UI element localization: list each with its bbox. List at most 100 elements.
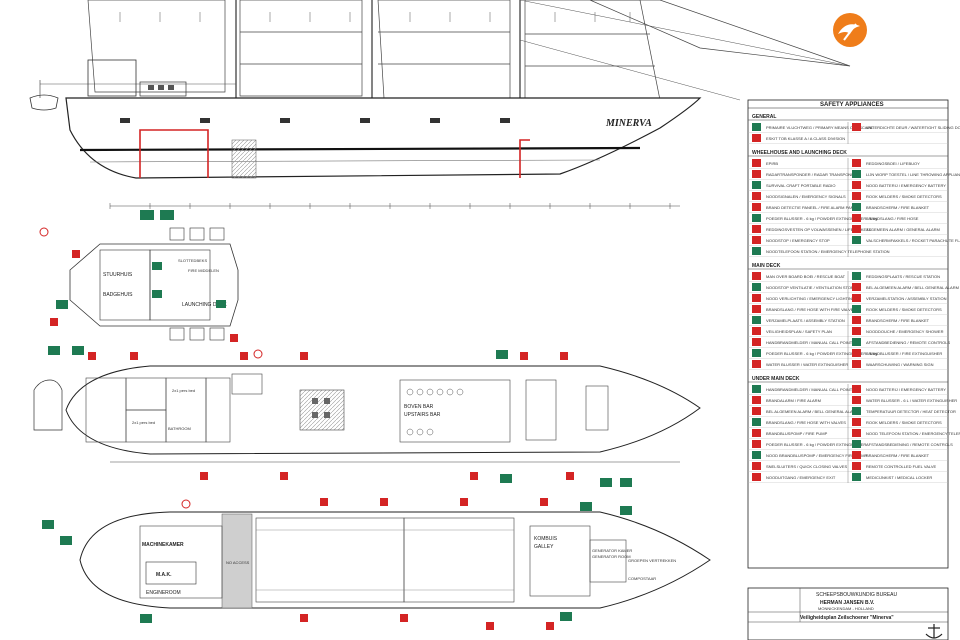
bathroom-label: BATHROOM [168, 426, 191, 431]
legend-symbol-icon [852, 159, 861, 167]
legend-symbol-icon [752, 134, 761, 142]
legend-entry: SURVIVAL CRAFT PORTABLE RADIO [766, 183, 836, 188]
legend-symbol-icon [752, 305, 761, 313]
legend-symbol-icon [752, 203, 761, 211]
legend-symbol-icon [852, 396, 861, 404]
cabin-bed-label-2: 2x1 pers bed [132, 420, 155, 425]
legend-symbol-icon [852, 214, 861, 222]
legend-entry: BRANDBLUSPOMP / FIRE PUMP [766, 431, 828, 436]
legend-symbol-icon [752, 225, 761, 233]
badgehuis-label: BADGEHUIS [103, 292, 133, 298]
legend-entry: EPIRB [766, 161, 778, 166]
compostaar-label: COMPOSTAAR [628, 576, 656, 581]
legend-symbol-icon [852, 305, 861, 313]
legend-symbol-icon [752, 385, 761, 393]
legend-entry: NOOD VERLICHTING / EMERGENCY LIGHTING [766, 296, 855, 301]
legend-symbol-icon [852, 316, 861, 324]
legend-symbol-icon [852, 203, 861, 211]
legend-symbol-icon [852, 473, 861, 481]
legend-symbol-icon [852, 349, 861, 357]
legend-entry: WATER BLUSSER - 6 L / WATER EXTINGUISHER [866, 398, 957, 403]
legend-entry: BRANDSCHERM / FIRE BLANKET [866, 318, 930, 323]
lower-deck-plan: MACHINEKAMER M.A.K. ENGINEROOM NO ACCESS… [42, 498, 711, 630]
legend-entry: VALSCHERMFAKKELS / ROCKET PARACHUTE FLAR… [866, 238, 960, 243]
legend-entry: BRANDSCHERM / FIRE BLANKET [866, 205, 930, 210]
legend-symbol-icon [852, 294, 861, 302]
legend-symbol-icon [852, 181, 861, 189]
legend-symbol-icon [852, 338, 861, 346]
legend-entry: POEDER BLUSSER - 6 kg / POWDER EXTINGUIS… [766, 442, 866, 447]
legend-entry: REDDINGSVESTEN OP VOLWASSENEN / LIFEJACK… [766, 227, 872, 232]
ship-name-label: MINERVA [605, 118, 652, 129]
stuurhuis-label: STUURHUIS [103, 272, 133, 278]
legend-symbol-icon [752, 294, 761, 302]
legend-entry: BRANDBLUSSER / FIRE EXTINGUISHER [866, 351, 942, 356]
legend-entry: WATER BLUSSER / WATER EXTINGUISHER [766, 362, 848, 367]
legend-symbol-icon [752, 316, 761, 324]
legend-symbol-icon [752, 349, 761, 357]
legend-entry: VERZAMELSTATION / ASSEMBLY STATION [866, 296, 947, 301]
legend-entry: NOOD BATTERIJ / EMERGENCY BATTERY [866, 183, 946, 188]
legend-symbol-icon [852, 418, 861, 426]
legend-symbol-icon [852, 236, 861, 244]
legend-entry: BRAND DETECTIE PANEEL / FIRE ALARM PANEL [766, 205, 859, 210]
legend-entry: NOOD TELEFOON STATION / EMERGENCY TELEPH… [866, 431, 960, 436]
legend-entry: REMOTE CONTROLLED FUEL VALVE [866, 464, 936, 469]
legend-symbol-icon [752, 360, 761, 368]
groepen-label: GROEPEN VERTREKKEN [628, 558, 676, 563]
legend-section-title: MAIN DECK [752, 263, 781, 269]
generator-room-label: GENERATOR ROOM [592, 554, 631, 559]
city-label: MONNICKENDAM - HOLLAND [818, 606, 874, 611]
legend-entry: BRANDSLANG / FIRE HOSE WITH VALVES [766, 420, 846, 425]
legend-entry: BEL ALGEMEEN ALARM / BELL GENERAL ALARM [766, 409, 859, 414]
legend-title: SAFETY APPLIANCES [820, 102, 884, 108]
mak-label: M.A.K. [156, 572, 172, 578]
legend-entry: MAN OVER BOARD BOEI / RESCUE BOAT [766, 274, 846, 279]
legend-symbol-icon [852, 429, 861, 437]
legend-symbol-icon [852, 327, 861, 335]
legend-section-title: UNDER MAIN DECK [752, 376, 800, 382]
legend-symbol-icon [852, 360, 861, 368]
legend-symbol-icon [752, 283, 761, 291]
legend-entry: ALGEMEEN ALARM / GENERAL ALARM [866, 227, 940, 232]
legend-symbol-icon [752, 462, 761, 470]
anchor-icon [925, 624, 943, 639]
legend-entry: BRANDSCHERM / FIRE BLANKET [866, 453, 930, 458]
legend-entry: POEDER BLUSSER - 6 kg / POWDER EXTINGUIS… [766, 216, 877, 221]
legend-entry: WAARSCHUWING / WARNING SIGN [866, 362, 934, 367]
legend-entry: REDDINGSPLAATS / RESCUE STATION [866, 274, 940, 279]
legend-symbol-icon [752, 123, 761, 131]
legend-entry: NOOD BRANDBLUSPOMP / EMERGENCY FIRE PUMP [766, 453, 868, 458]
legend-entry: NOODTELEFOON STATION / EMERGENCY TELEPHO… [766, 249, 890, 254]
fire-middelen-label: FIRE MIDDELEN [188, 268, 219, 273]
launching-deck-label: LAUNCHING DECK [182, 302, 227, 308]
legend-symbol-icon [752, 451, 761, 459]
legend-entry: NOODSIGNALEN / EMERGENCY SIGNALS [766, 194, 846, 199]
legend-symbol-icon [752, 214, 761, 222]
legend-entry: HANDBRANDMELDER / MANUAL CALL POINT [766, 340, 853, 345]
machinekamer-label: MACHINEKAMER [142, 542, 184, 548]
legend-symbol-icon [852, 385, 861, 393]
legend-symbol-icon [852, 272, 861, 280]
legend-symbol-icon [752, 247, 761, 255]
legend-symbol-icon [852, 462, 861, 470]
legend-entry: BRANDSLANG / FIRE HOSE WITH FIRE VALVES [766, 307, 856, 312]
legend-entry: NOODUITGANG / EMERGENCY EXIT [766, 475, 836, 480]
legend-symbol-icon [852, 225, 861, 233]
legend-symbol-icon [752, 236, 761, 244]
legend-entry: ROOK MELDERS / SMOKE DETECTORS [866, 194, 942, 199]
logo-icon [833, 13, 867, 47]
legend-symbol-icon [752, 338, 761, 346]
legend-symbol-icon [752, 159, 761, 167]
legend-symbol-icon [752, 272, 761, 280]
legend-symbol-icon [852, 170, 861, 178]
legend-symbol-icon [752, 407, 761, 415]
legend-symbol-icon [852, 440, 861, 448]
generator-kamer-label: GENERATOR KAMER [592, 548, 632, 553]
slottedbeks-label: SLOTTEDBEKS [178, 258, 207, 263]
legend-symbol-icon [752, 440, 761, 448]
plan-title: Veiligheidsplan Zeilschoener "Minerva" [800, 615, 894, 621]
legend-symbol-icon [752, 170, 761, 178]
